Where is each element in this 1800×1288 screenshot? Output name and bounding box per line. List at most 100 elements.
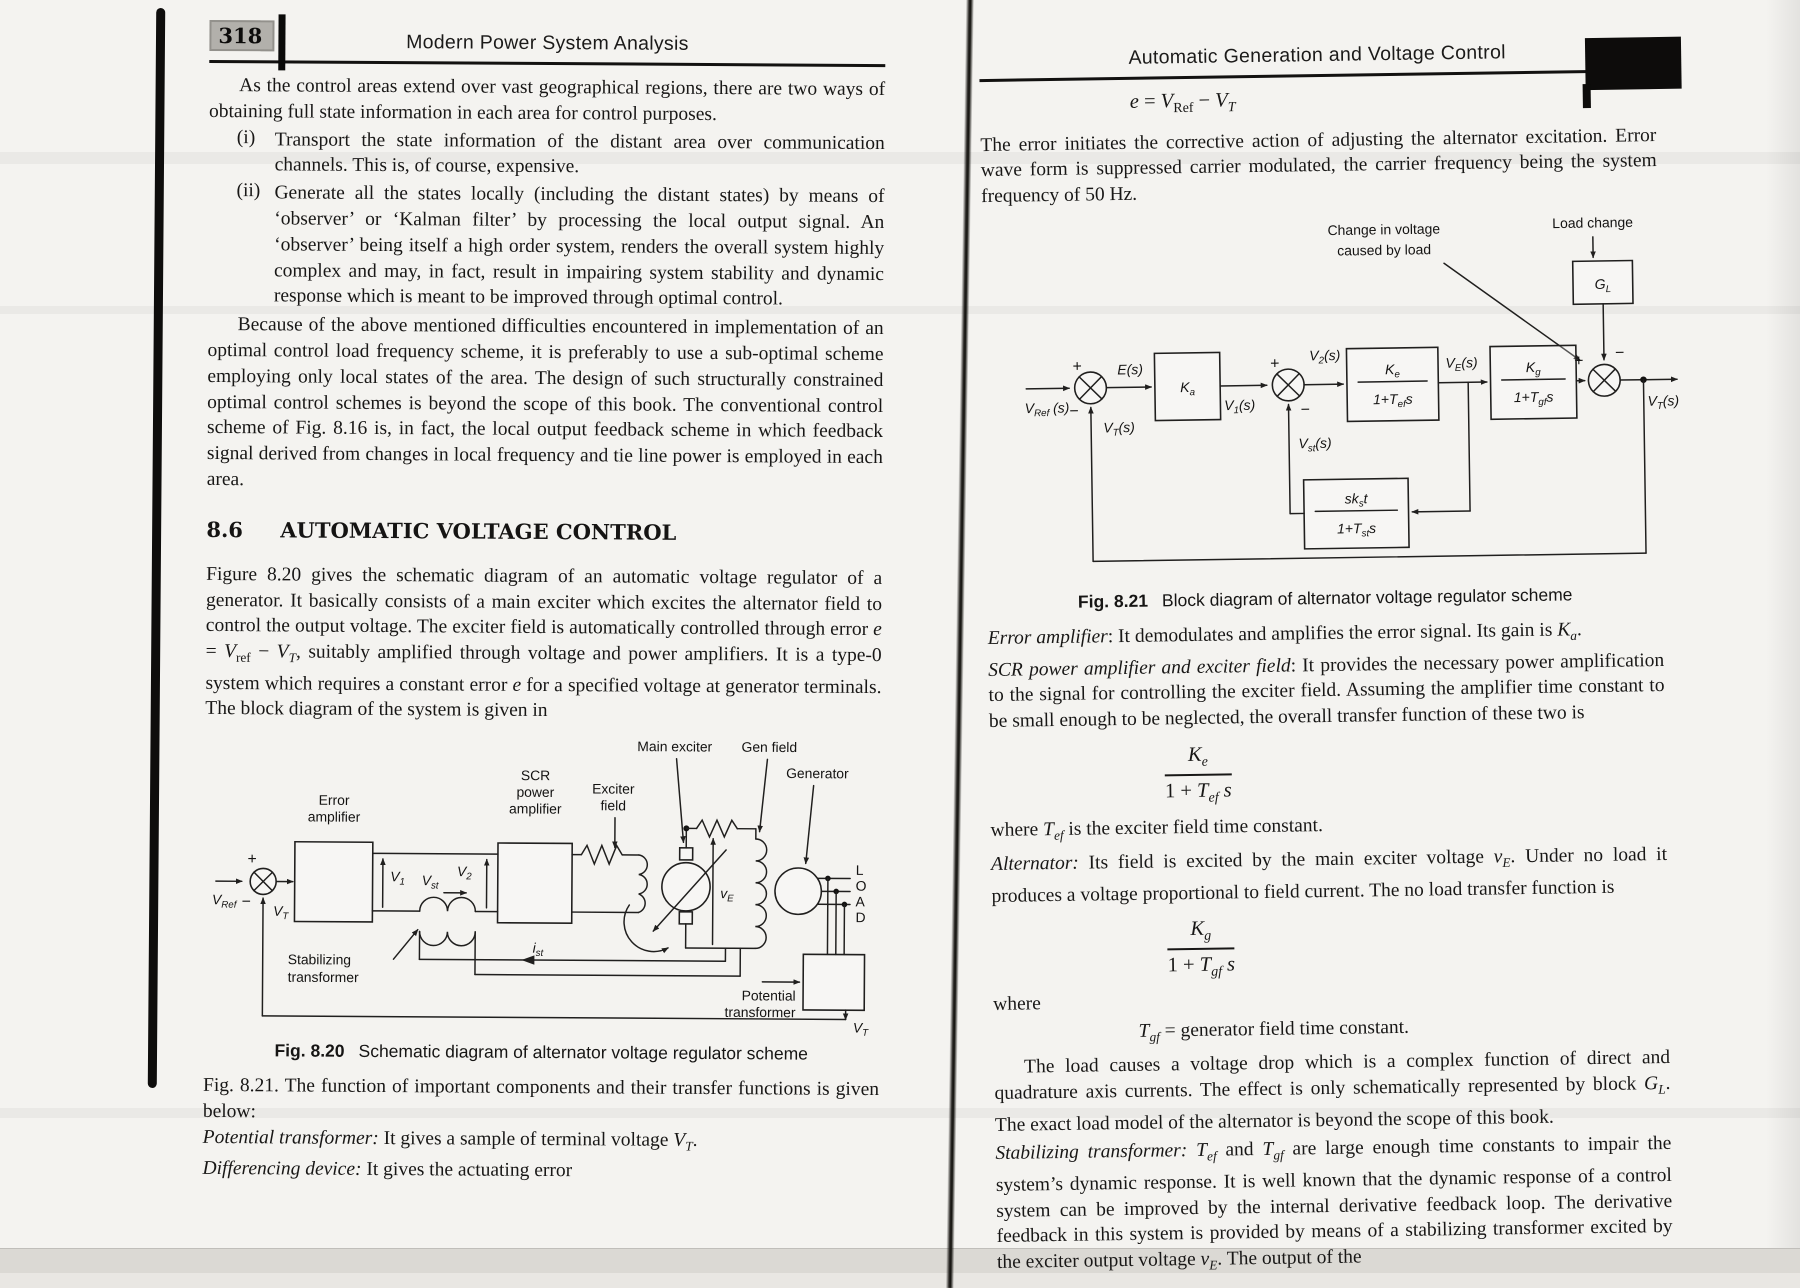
generator-and-load	[775, 868, 851, 955]
definition-stabilizing-transformer: Stabilizing transformer: Tef and Tgf are…	[995, 1131, 1673, 1281]
label-potential-transformer: Potential	[742, 987, 796, 1003]
list-label: (ii)	[236, 180, 260, 202]
section-heading: 8.6 AUTOMATIC VOLTAGE CONTROL	[206, 517, 882, 546]
minus-sign: −	[1301, 402, 1311, 419]
minus-sign: −	[1069, 403, 1079, 420]
paragraph: Fig. 8.21. The function of important com…	[203, 1073, 879, 1129]
label-exciter-field: field	[600, 797, 626, 813]
label-v2: V2	[457, 863, 472, 882]
label-load-d: D	[855, 909, 865, 925]
label-load-o: O	[856, 878, 867, 894]
load-change-path	[1444, 236, 1634, 362]
ke-block	[1346, 347, 1438, 421]
page-number-badge: 318	[209, 20, 274, 51]
label-error-amplifier: Error	[319, 792, 350, 808]
list-item-i: (i) Transport the state information of t…	[209, 127, 885, 183]
fig-label: Fig. 8.21	[1078, 591, 1148, 612]
definition-alternator: Alternator: Its field is excited by the …	[991, 842, 1668, 909]
label-load-change: Load change	[1552, 214, 1633, 231]
section-number: 8.6	[206, 517, 243, 542]
paragraph: Figure 8.20 gives the schematic diagram …	[205, 562, 882, 727]
definition-potential-transformer: Potential transformer: It gives a sample…	[203, 1125, 879, 1161]
definition-scr-amplifier: SCR power amplifier and exciter field: I…	[988, 647, 1665, 734]
error-amplifier-box	[294, 842, 372, 922]
fig-8-20-schematic-diagram: Error amplifier SCR power amplifier Exci…	[209, 730, 875, 1040]
label-pointer-arrows	[615, 759, 814, 864]
frac2-denominator: 1 + Tgf s	[1167, 950, 1235, 982]
label-exciter-field: Exciter	[592, 781, 635, 797]
page-edge-shadow	[1766, 0, 1800, 1273]
label-vt-output: VT	[853, 1020, 869, 1039]
label-v2-s: V2(s)	[1309, 347, 1340, 367]
minus-sign: −	[1615, 345, 1625, 362]
summing-junction-2	[1272, 369, 1304, 401]
book-gutter-shadow	[946, 0, 974, 1288]
plus-sign: +	[1270, 355, 1280, 372]
definition-differencing-device: Differencing device: It gives the actuat…	[202, 1156, 878, 1186]
label-load-a: A	[856, 894, 866, 910]
paragraph-load: The load causes a voltage drop which is …	[994, 1045, 1671, 1138]
wire	[1106, 387, 1151, 388]
label-scr: power	[516, 784, 554, 800]
minus-sign: −	[242, 894, 251, 911]
right-running-head: Automatic Generation and Voltage Control	[979, 25, 1656, 82]
label-load-l: L	[856, 862, 864, 878]
list-label: (i)	[237, 127, 256, 149]
section-title: AUTOMATIC VOLTAGE CONTROL	[280, 517, 676, 544]
right-page: Automatic Generation and Voltage Control…	[979, 25, 1673, 1281]
label-vt-feedback: VT(s)	[1103, 419, 1135, 439]
wire	[1304, 384, 1343, 385]
paragraph: Because of the above mentioned difficult…	[207, 312, 884, 497]
label-v1: V1	[390, 868, 405, 887]
wire	[1438, 382, 1486, 383]
fig-8-20-caption: Fig. 8.20 Schematic diagram of alternator…	[203, 1040, 879, 1065]
fig-caption-text: Block diagram of alternator voltage regu…	[1162, 584, 1573, 610]
left-running-head: 318 Modern Power System Analysis	[209, 16, 885, 67]
label-vt-s: VT(s)	[1647, 392, 1679, 412]
stabilizing-transformer-circuit	[393, 930, 740, 977]
error-equation: e = VRef − VT	[980, 82, 1656, 125]
label-ve-s: VE(s)	[1445, 354, 1477, 374]
label-vref-s: VRef (s)	[1025, 400, 1070, 420]
label-gen-field: Gen field	[742, 739, 798, 755]
label-change-in-voltage: caused by load	[1337, 241, 1431, 258]
fig-label: Fig. 8.20	[274, 1041, 344, 1061]
frac1-numerator: Ke	[1164, 743, 1231, 776]
label-change-in-voltage: Change in voltage	[1327, 221, 1440, 239]
plus-sign: +	[247, 851, 256, 868]
label-vref: VRef	[212, 891, 238, 910]
right-chapter-title: Automatic Generation and Voltage Control	[979, 25, 1655, 72]
scr-power-amplifier-box	[498, 843, 573, 923]
left-page: 318 Modern Power System Analysis As the …	[202, 16, 885, 1186]
label-stabilizing-transformer: Stabilizing	[288, 951, 351, 967]
paragraph: As the control areas extend over vast ge…	[209, 73, 885, 129]
main-exciter-machine	[624, 825, 726, 952]
fig-8-21-block-diagram: Change in voltage caused by load Load ch…	[1021, 206, 1698, 589]
paragraph: The error initiates the corrective actio…	[980, 123, 1657, 210]
label-scr: amplifier	[509, 801, 562, 817]
label-vst: Vst	[422, 872, 440, 891]
label-error-amplifier: amplifier	[308, 809, 361, 825]
left-book-title: Modern Power System Analysis	[209, 16, 885, 57]
list-item-ii: (ii) Generate all the states locally (in…	[208, 180, 885, 313]
label-scr: SCR	[521, 767, 550, 783]
label-generator: Generator	[786, 765, 849, 781]
fig-caption-text: Schematic diagram of alternator voltage …	[358, 1041, 808, 1064]
blacked-out-page-number	[1585, 37, 1682, 90]
frac1-denominator: 1 + Tef s	[1165, 775, 1232, 807]
binding-mark-left	[148, 8, 165, 1088]
fig-8-21-caption: Fig. 8.21 Block diagram of alternator vol…	[987, 583, 1663, 614]
label-v1-s: V1(s)	[1224, 397, 1255, 417]
label-vst-s: Vst(s)	[1298, 435, 1332, 455]
plus-sign: +	[1072, 358, 1082, 375]
summing-junction	[216, 868, 276, 894]
label-e-s: E(s)	[1117, 361, 1143, 377]
label-main-exciter: Main exciter	[637, 738, 712, 754]
wire	[1220, 385, 1267, 386]
exciter-field-circuit	[572, 845, 648, 912]
kg-block	[1490, 345, 1577, 419]
frac2-numerator: Kg	[1167, 918, 1235, 951]
